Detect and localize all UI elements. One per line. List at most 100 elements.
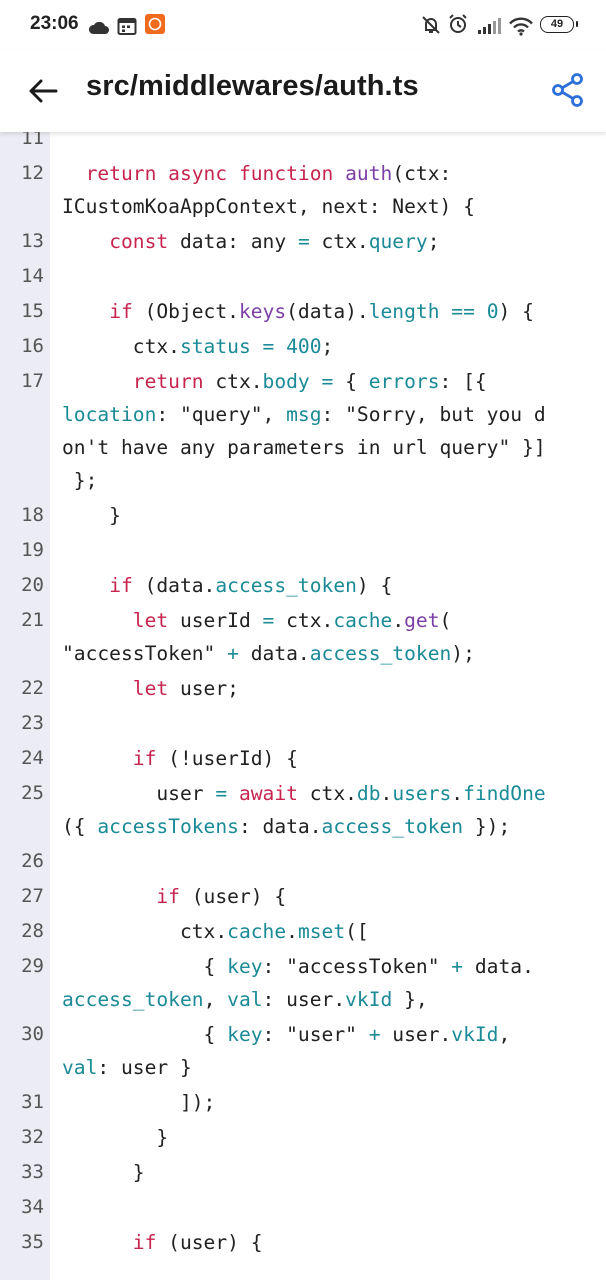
mute-bell-icon (422, 16, 440, 34)
code-token: length (368, 300, 440, 323)
code-text: user = await ctx.db.users.findOne (62, 777, 602, 810)
line-number: 15 (21, 300, 44, 322)
code-text: } (62, 1121, 602, 1154)
code-token: } (62, 504, 121, 527)
share-icon[interactable] (550, 72, 586, 108)
code-text: { key: "accessToken" + data. (62, 950, 602, 983)
app-notification-icon (145, 14, 165, 34)
line-number: 14 (21, 265, 44, 287)
code-token: data: any (168, 230, 298, 253)
line-number: 31 (21, 1091, 44, 1113)
code-text: if (user) { (62, 880, 602, 913)
code-text: return async function auth(ctx: (62, 157, 602, 190)
code-token: if (109, 574, 133, 597)
code-token: body (262, 370, 310, 393)
code-token: users (392, 782, 452, 805)
code-token (227, 162, 239, 185)
code-token: : "query", (156, 403, 287, 426)
line-number: 19 (21, 539, 44, 561)
code-token: { (62, 1023, 228, 1046)
code-token: key (227, 955, 263, 978)
code-token: get (404, 609, 440, 632)
code-token: ]); (62, 1091, 216, 1114)
code-token: if (109, 300, 133, 323)
code-token: ctx. (62, 920, 228, 943)
code-token: : "user" (262, 1023, 369, 1046)
code-token (156, 162, 168, 185)
code-token: ) { (356, 574, 393, 597)
code-token: user. (380, 1023, 452, 1046)
code-token: query (368, 230, 428, 253)
code-token: val (62, 1056, 98, 1079)
code-token: : user. (262, 988, 346, 1011)
line-number: 33 (21, 1161, 44, 1183)
line-number: 35 (21, 1231, 44, 1253)
code-text: on't have any parameters in url query" }… (62, 431, 602, 464)
code-token (440, 300, 452, 323)
code-token: : [{ (439, 370, 487, 393)
code-token: = (297, 230, 310, 253)
code-token: if (156, 885, 180, 908)
code-token: } (62, 1126, 169, 1149)
code-text: if (user) { (62, 1226, 602, 1259)
code-token: = (262, 609, 275, 632)
code-token (475, 300, 487, 323)
code-token: 0 (486, 300, 499, 323)
code-text: ({ accessTokens: data.access_token }); (62, 810, 602, 843)
code-token: access_token (321, 815, 464, 838)
code-token: (user) { (156, 1231, 263, 1254)
file-title: src/middlewares/auth.ts (86, 70, 419, 102)
code-token: }; (62, 469, 98, 492)
code-text: let userId = ctx.cache.get( (62, 604, 602, 637)
code-token: ({ (62, 815, 98, 838)
code-token: } (62, 1161, 145, 1184)
line-number: 23 (21, 712, 44, 734)
code-token: (ctx: (392, 162, 452, 185)
code-text: ctx.cache.mset([ (62, 915, 602, 948)
code-text: }; (62, 464, 602, 497)
code-token: : data. (238, 815, 322, 838)
line-number: 30 (21, 1023, 44, 1045)
code-token: vkId (345, 988, 393, 1011)
code-text: location: "query", msg: "Sorry, but you … (62, 398, 602, 431)
code-token: user (62, 782, 216, 805)
code-text: ctx.status = 400; (62, 330, 602, 363)
code-token: 400 (286, 335, 322, 358)
code-token: }, (392, 988, 428, 1011)
code-token: key (227, 1023, 263, 1046)
code-token: : "Sorry, but you d (321, 403, 546, 426)
code-token: findOne (463, 782, 546, 805)
code-token: (Object. (132, 300, 239, 323)
code-token: , (203, 988, 228, 1011)
code-token: accessTokens (97, 815, 239, 838)
code-text: { key: "user" + user.vkId, (62, 1018, 602, 1051)
line-number: 21 (21, 609, 44, 631)
code-token: return (132, 370, 204, 393)
code-token: == (451, 300, 475, 323)
code-token: (user) { (179, 885, 287, 908)
code-token: vkId (451, 1023, 499, 1046)
code-token: . (392, 609, 405, 632)
line-number: 17 (21, 370, 44, 392)
line-number: 25 (21, 782, 44, 804)
code-token: , (498, 1023, 511, 1046)
code-token: : "accessToken" (262, 955, 452, 978)
code-token: ctx. (62, 335, 180, 358)
code-token (227, 782, 239, 805)
code-token (62, 230, 109, 253)
code-token: . (451, 782, 464, 805)
code-text: } (62, 499, 602, 532)
code-token: on't have any parameters in url query" }… (62, 436, 546, 459)
arrow-left-icon[interactable] (26, 74, 60, 108)
code-text: const data: any = ctx.query; (62, 225, 602, 258)
wifi-icon (509, 17, 533, 36)
code-token: errors (368, 370, 440, 393)
code-token: + (451, 955, 464, 978)
code-token: location (62, 403, 157, 426)
code-token: let (132, 609, 169, 632)
code-token (62, 609, 133, 632)
code-token: msg (286, 403, 322, 426)
code-token: }); (463, 815, 511, 838)
code-text: ]); (62, 1086, 602, 1119)
